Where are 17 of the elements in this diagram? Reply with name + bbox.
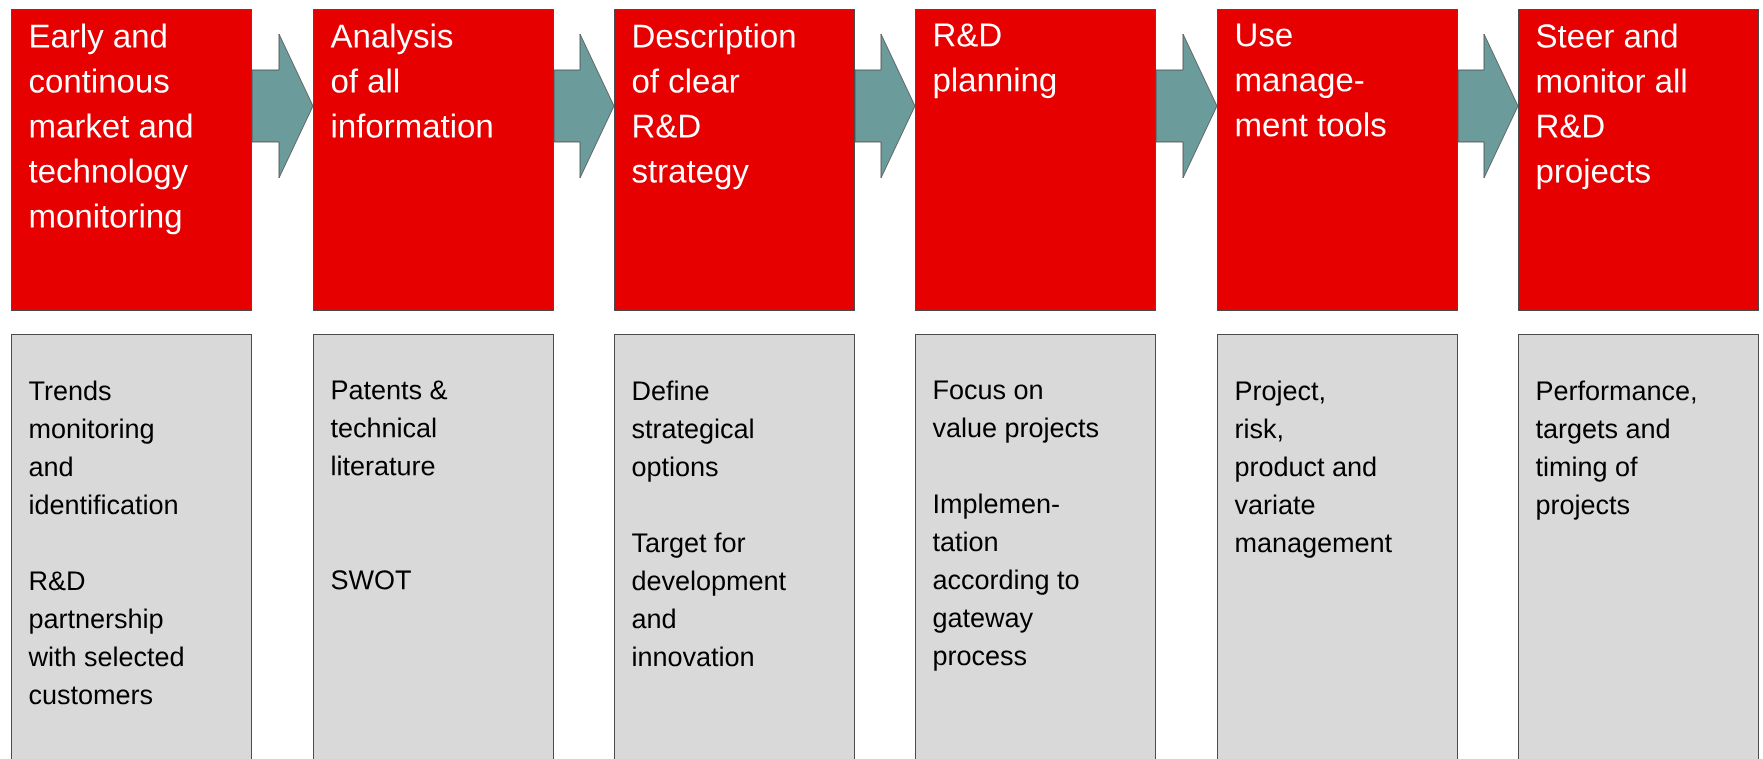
step-box: Early and continous market and technology monitoring [11,9,252,311]
description-box: Project, risk, product and variate management [1217,334,1458,759]
step-box: Steer and monitor all R&D projects [1518,9,1759,311]
step-box: Analysis of all information [313,9,554,311]
step-box: Use manage- ment tools [1217,9,1458,311]
description-box: Performance, targets and timing of projects [1518,334,1759,759]
block-arrow [854,33,916,179]
step-box: Description of clear R&D strategy [614,9,855,311]
block-arrow [1457,33,1519,179]
description-box: Trends monitoring and identification R&D partnership with selected customers [11,334,252,759]
description-box: Patents & technical literature SWOT [313,334,554,759]
block-arrow [251,33,314,179]
block-arrow [1155,33,1218,179]
description-box: Define strategical options Target for development and innovation [614,334,855,759]
block-arrow [553,33,615,179]
step-box: R&D planning [915,9,1156,311]
description-box: Focus on value projects Implemen- tation according to gateway process [915,334,1156,759]
